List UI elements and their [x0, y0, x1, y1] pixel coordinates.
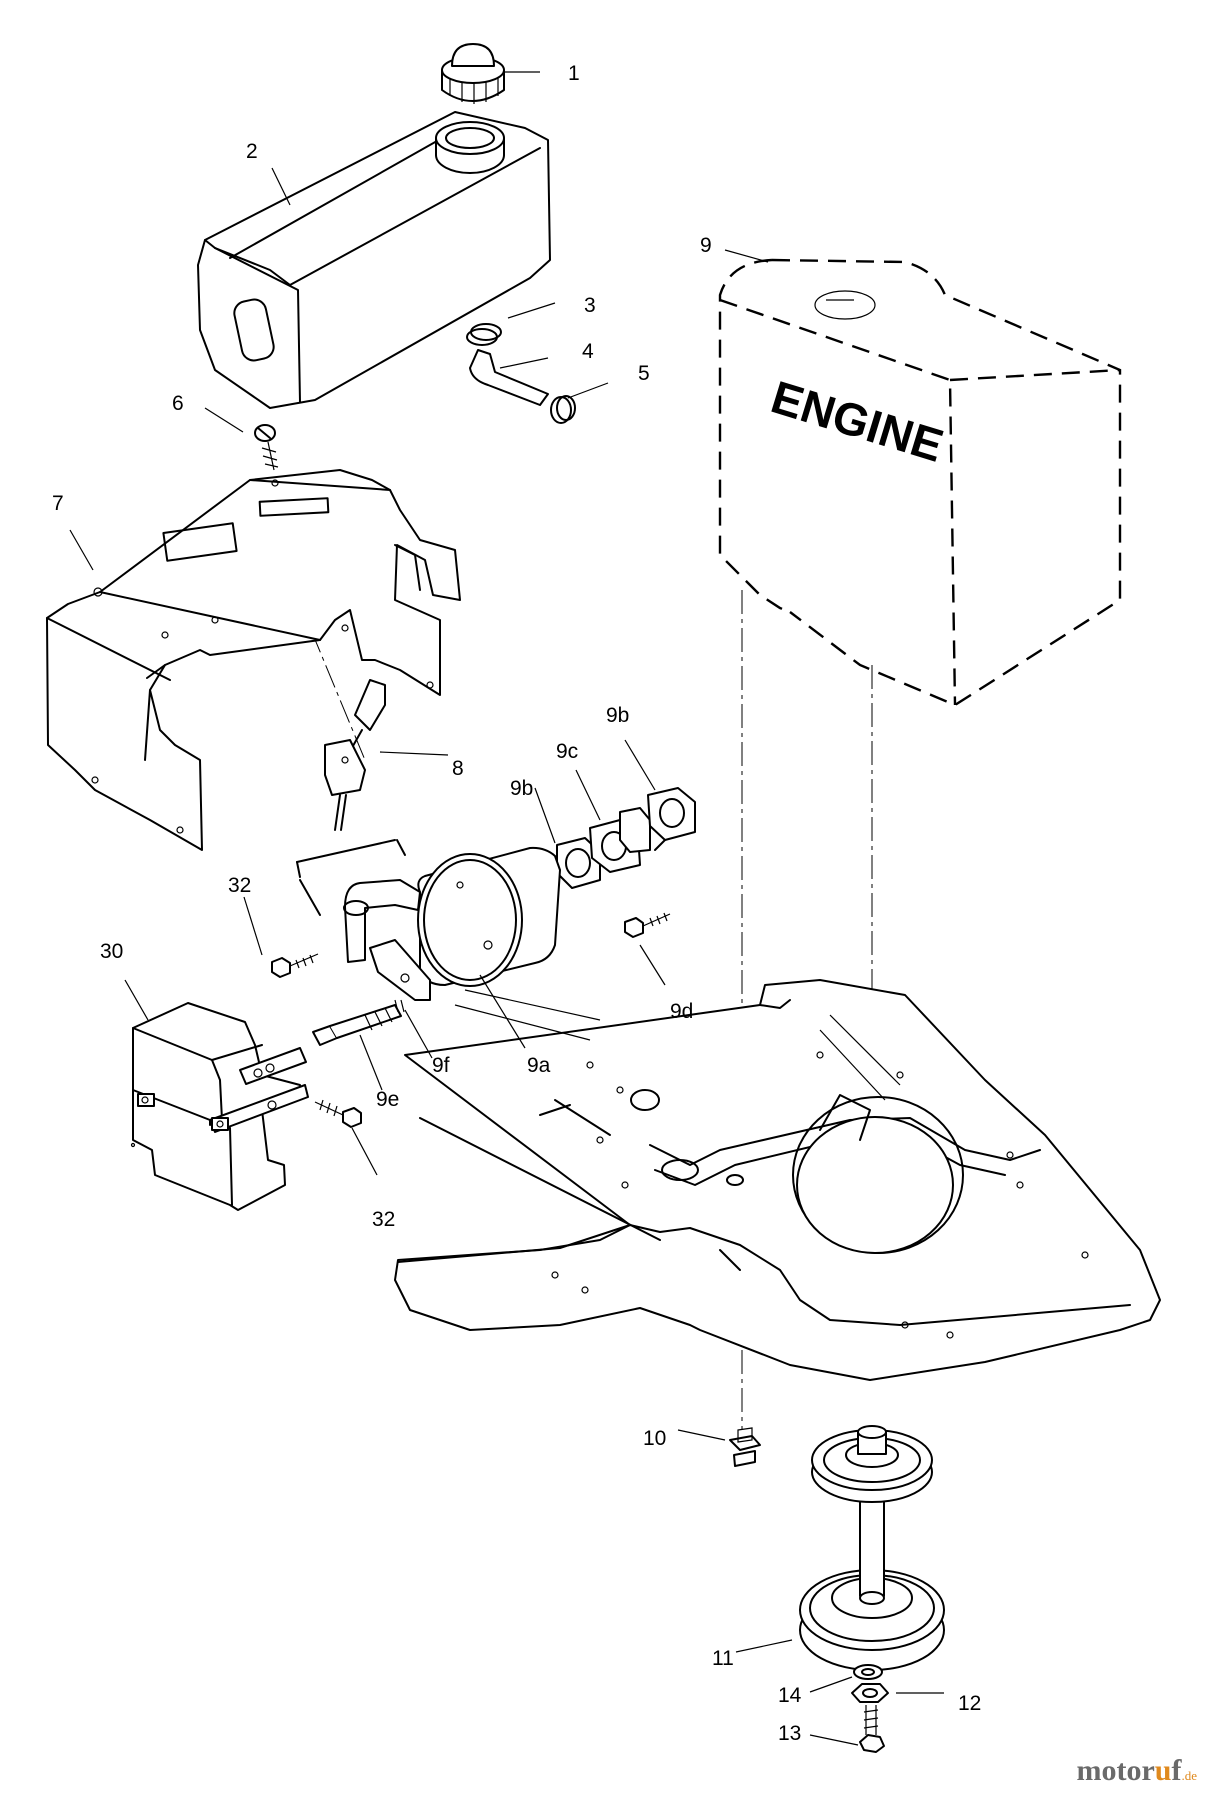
- callout-30: 30: [100, 940, 123, 963]
- callout-6: 6: [172, 392, 184, 415]
- screw-10: [729, 1427, 761, 1467]
- fuel-line-assembly: [466, 323, 576, 424]
- callout-9b-right: 9b: [606, 704, 629, 727]
- callout-32-upper: 32: [228, 874, 251, 897]
- callout-5: 5: [638, 362, 650, 385]
- watermark-end: f: [1171, 1754, 1182, 1787]
- screw-6: [254, 424, 279, 471]
- callout-2: 2: [246, 140, 258, 163]
- pulley-hardware: [851, 1664, 889, 1753]
- callout-9b-left: 9b: [510, 777, 533, 800]
- chassis-frame: [394, 979, 1161, 1381]
- callout-32-lower: 32: [372, 1208, 395, 1231]
- callout-14: 14: [778, 1684, 802, 1707]
- callout-8: 8: [452, 757, 464, 780]
- callout-3: 3: [584, 294, 596, 317]
- watermark-tld: .de: [1181, 1768, 1197, 1783]
- callout-12: 12: [958, 1692, 981, 1715]
- callout-7: 7: [52, 492, 64, 515]
- callout-9d: 9d: [670, 1000, 693, 1023]
- callout-13: 13: [778, 1722, 801, 1745]
- leader-lines: [69, 71, 944, 1746]
- callout-9e: 9e: [376, 1088, 399, 1111]
- callout-labels: 1 2 3 4 5 6 7 8 9 9b 9c 9b 32 30 9d 9e 9…: [52, 62, 981, 1745]
- callout-9c: 9c: [556, 740, 578, 763]
- exhaust-gaskets: [556, 787, 696, 889]
- fuel-tank: [197, 111, 551, 409]
- watermark-o: u: [1154, 1754, 1172, 1787]
- fuel-cap: [441, 43, 505, 104]
- fasteners: [271, 912, 671, 1128]
- callout-9: 9: [700, 234, 712, 257]
- callout-1: 1: [568, 62, 580, 85]
- callout-10: 10: [643, 1427, 666, 1450]
- callout-9f: 9f: [432, 1054, 450, 1077]
- callout-9a: 9a: [527, 1054, 551, 1077]
- bracket-panel: [46, 469, 461, 851]
- throttle-control: [324, 679, 386, 831]
- watermark-main: motor: [1076, 1754, 1155, 1787]
- muffler: [296, 839, 561, 1001]
- engine-label: ENGINE: [765, 370, 949, 471]
- pulley-assembly: [799, 1425, 945, 1671]
- heat-shield: [130, 1002, 309, 1211]
- engine-outline: ENGINE: [718, 258, 1122, 707]
- callout-4: 4: [582, 340, 594, 363]
- brand-watermark: motoruf.de: [1076, 1754, 1197, 1788]
- callout-11: 11: [712, 1647, 734, 1670]
